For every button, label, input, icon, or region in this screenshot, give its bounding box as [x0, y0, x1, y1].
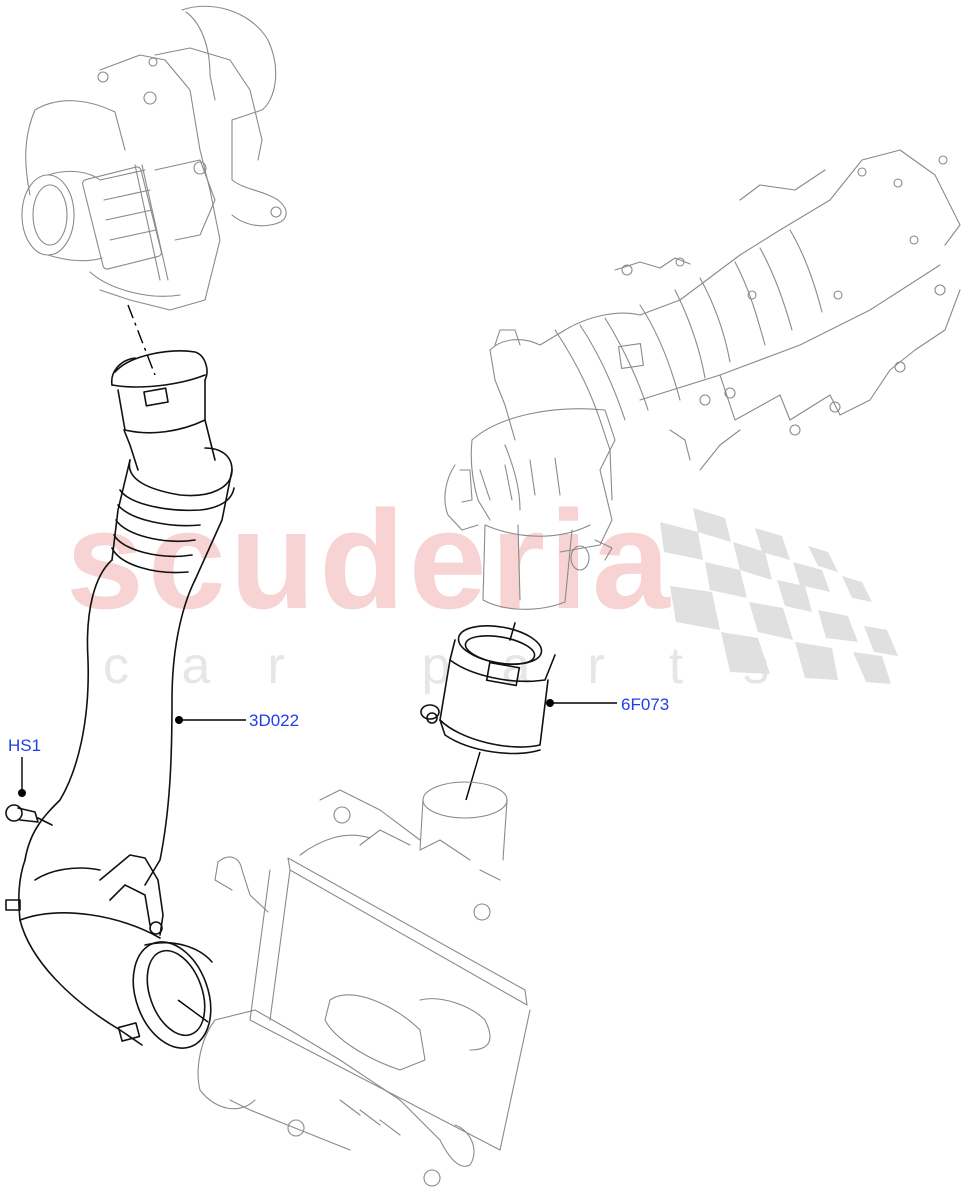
- air-duct-drawing: [420, 622, 556, 755]
- callout-label-hs1[interactable]: HS1: [8, 736, 42, 755]
- turbo-connection-line: [127, 304, 156, 376]
- callout-leaders: [18, 699, 617, 797]
- callout-label-3d022[interactable]: 3D022: [249, 711, 300, 730]
- hose-bolt-drawing: [5, 804, 53, 826]
- checkered-flag-icon: [660, 508, 898, 684]
- hose-connection-line: [177, 999, 209, 1023]
- charge-air-hose-drawing: [5, 350, 235, 1049]
- intake-manifold-drawing: [489, 149, 961, 501]
- callout-label-6f073[interactable]: 6F073: [621, 695, 670, 714]
- duct-connection-line: [465, 751, 481, 801]
- turbocharger-drawing: [21, 5, 287, 311]
- throttle-body-drawing: [444, 408, 616, 610]
- intercooler-drawing: [197, 781, 531, 1187]
